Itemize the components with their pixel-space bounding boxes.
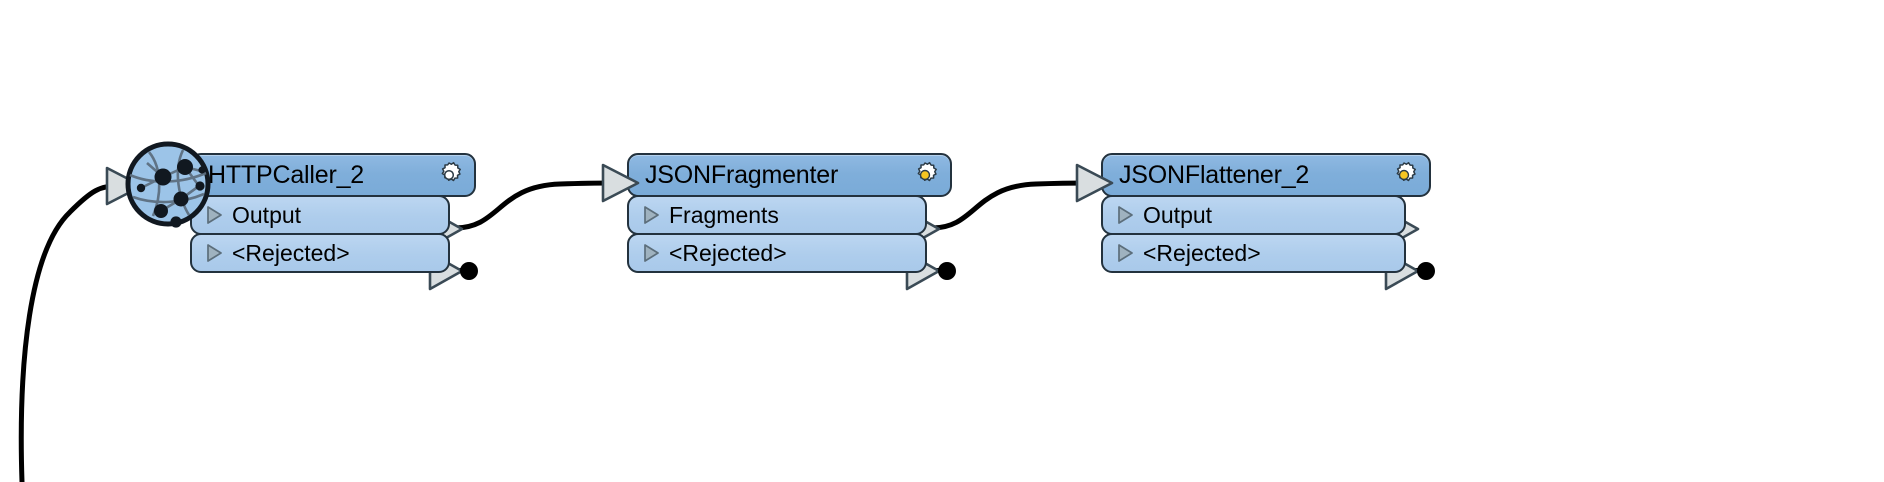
wire-httpcaller-to-jsonfragmenter bbox=[452, 180, 615, 231]
port-label: <Rejected> bbox=[1143, 239, 1261, 266]
input-arrow-jsonflattener[interactable] bbox=[1074, 161, 1116, 205]
port-row-output[interactable]: Output bbox=[1101, 195, 1406, 235]
node-title: HTTPCaller_2 bbox=[208, 160, 364, 189]
node-jsonfragmenter[interactable]: JSONFragmenter Fragments < bbox=[627, 153, 952, 273]
port-bullet-icon bbox=[204, 242, 224, 264]
port-label: <Rejected> bbox=[669, 239, 787, 266]
terminator-dot-jsonflattener-rejected[interactable] bbox=[1415, 260, 1437, 282]
port-row-rejected[interactable]: <Rejected> bbox=[1101, 233, 1406, 273]
gear-icon[interactable] bbox=[420, 160, 464, 190]
triangle-right-icon bbox=[644, 206, 659, 224]
wire-jsonfragmenter-to-jsonflattener bbox=[929, 180, 1089, 231]
port-row-rejected[interactable]: <Rejected> bbox=[627, 233, 927, 273]
port-bullet-icon bbox=[204, 204, 224, 226]
wire-inbound bbox=[18, 183, 121, 482]
port-label: Fragments bbox=[669, 201, 779, 228]
node-httpcaller[interactable]: HTTPCaller_2 Output <Rejec bbox=[190, 153, 476, 273]
gear-icon[interactable] bbox=[1375, 160, 1419, 190]
triangle-right-icon bbox=[1118, 206, 1133, 224]
port-row-fragments[interactable]: Fragments bbox=[627, 195, 927, 235]
node-jsonflattener[interactable]: JSONFlattener_2 Output <Re bbox=[1101, 153, 1431, 273]
port-bullet-icon bbox=[1115, 204, 1135, 226]
gear-icon-glyph bbox=[441, 161, 461, 182]
port-bullet-icon bbox=[1115, 242, 1135, 264]
port-label: Output bbox=[232, 201, 302, 228]
port-row-rejected[interactable]: <Rejected> bbox=[190, 233, 450, 273]
gear-icon-glyph bbox=[1396, 161, 1416, 182]
port-label: Output bbox=[1143, 201, 1213, 228]
triangle-right-icon bbox=[1118, 244, 1133, 262]
node-header-httpcaller[interactable]: HTTPCaller_2 bbox=[190, 153, 476, 197]
terminator-dot-jsonfragmenter-rejected[interactable] bbox=[936, 260, 958, 282]
port-label: <Rejected> bbox=[232, 239, 350, 266]
network-globe-icon bbox=[125, 141, 211, 228]
port-row-output[interactable]: Output bbox=[190, 195, 450, 235]
port-bullet-icon bbox=[641, 242, 661, 264]
input-arrow-jsonfragmenter[interactable] bbox=[600, 161, 642, 205]
triangle-right-icon bbox=[207, 244, 222, 262]
gear-icon-glyph bbox=[917, 161, 937, 182]
node-title: JSONFlattener_2 bbox=[1119, 160, 1310, 189]
terminator-dot-httpcaller-rejected[interactable] bbox=[458, 260, 480, 282]
triangle-right-icon bbox=[207, 206, 222, 224]
node-header-jsonfragmenter[interactable]: JSONFragmenter bbox=[627, 153, 952, 197]
node-title: JSONFragmenter bbox=[645, 160, 839, 189]
node-header-jsonflattener[interactable]: JSONFlattener_2 bbox=[1101, 153, 1431, 197]
gear-icon[interactable] bbox=[896, 160, 940, 190]
triangle-right-icon bbox=[644, 244, 659, 262]
port-bullet-icon bbox=[641, 204, 661, 226]
